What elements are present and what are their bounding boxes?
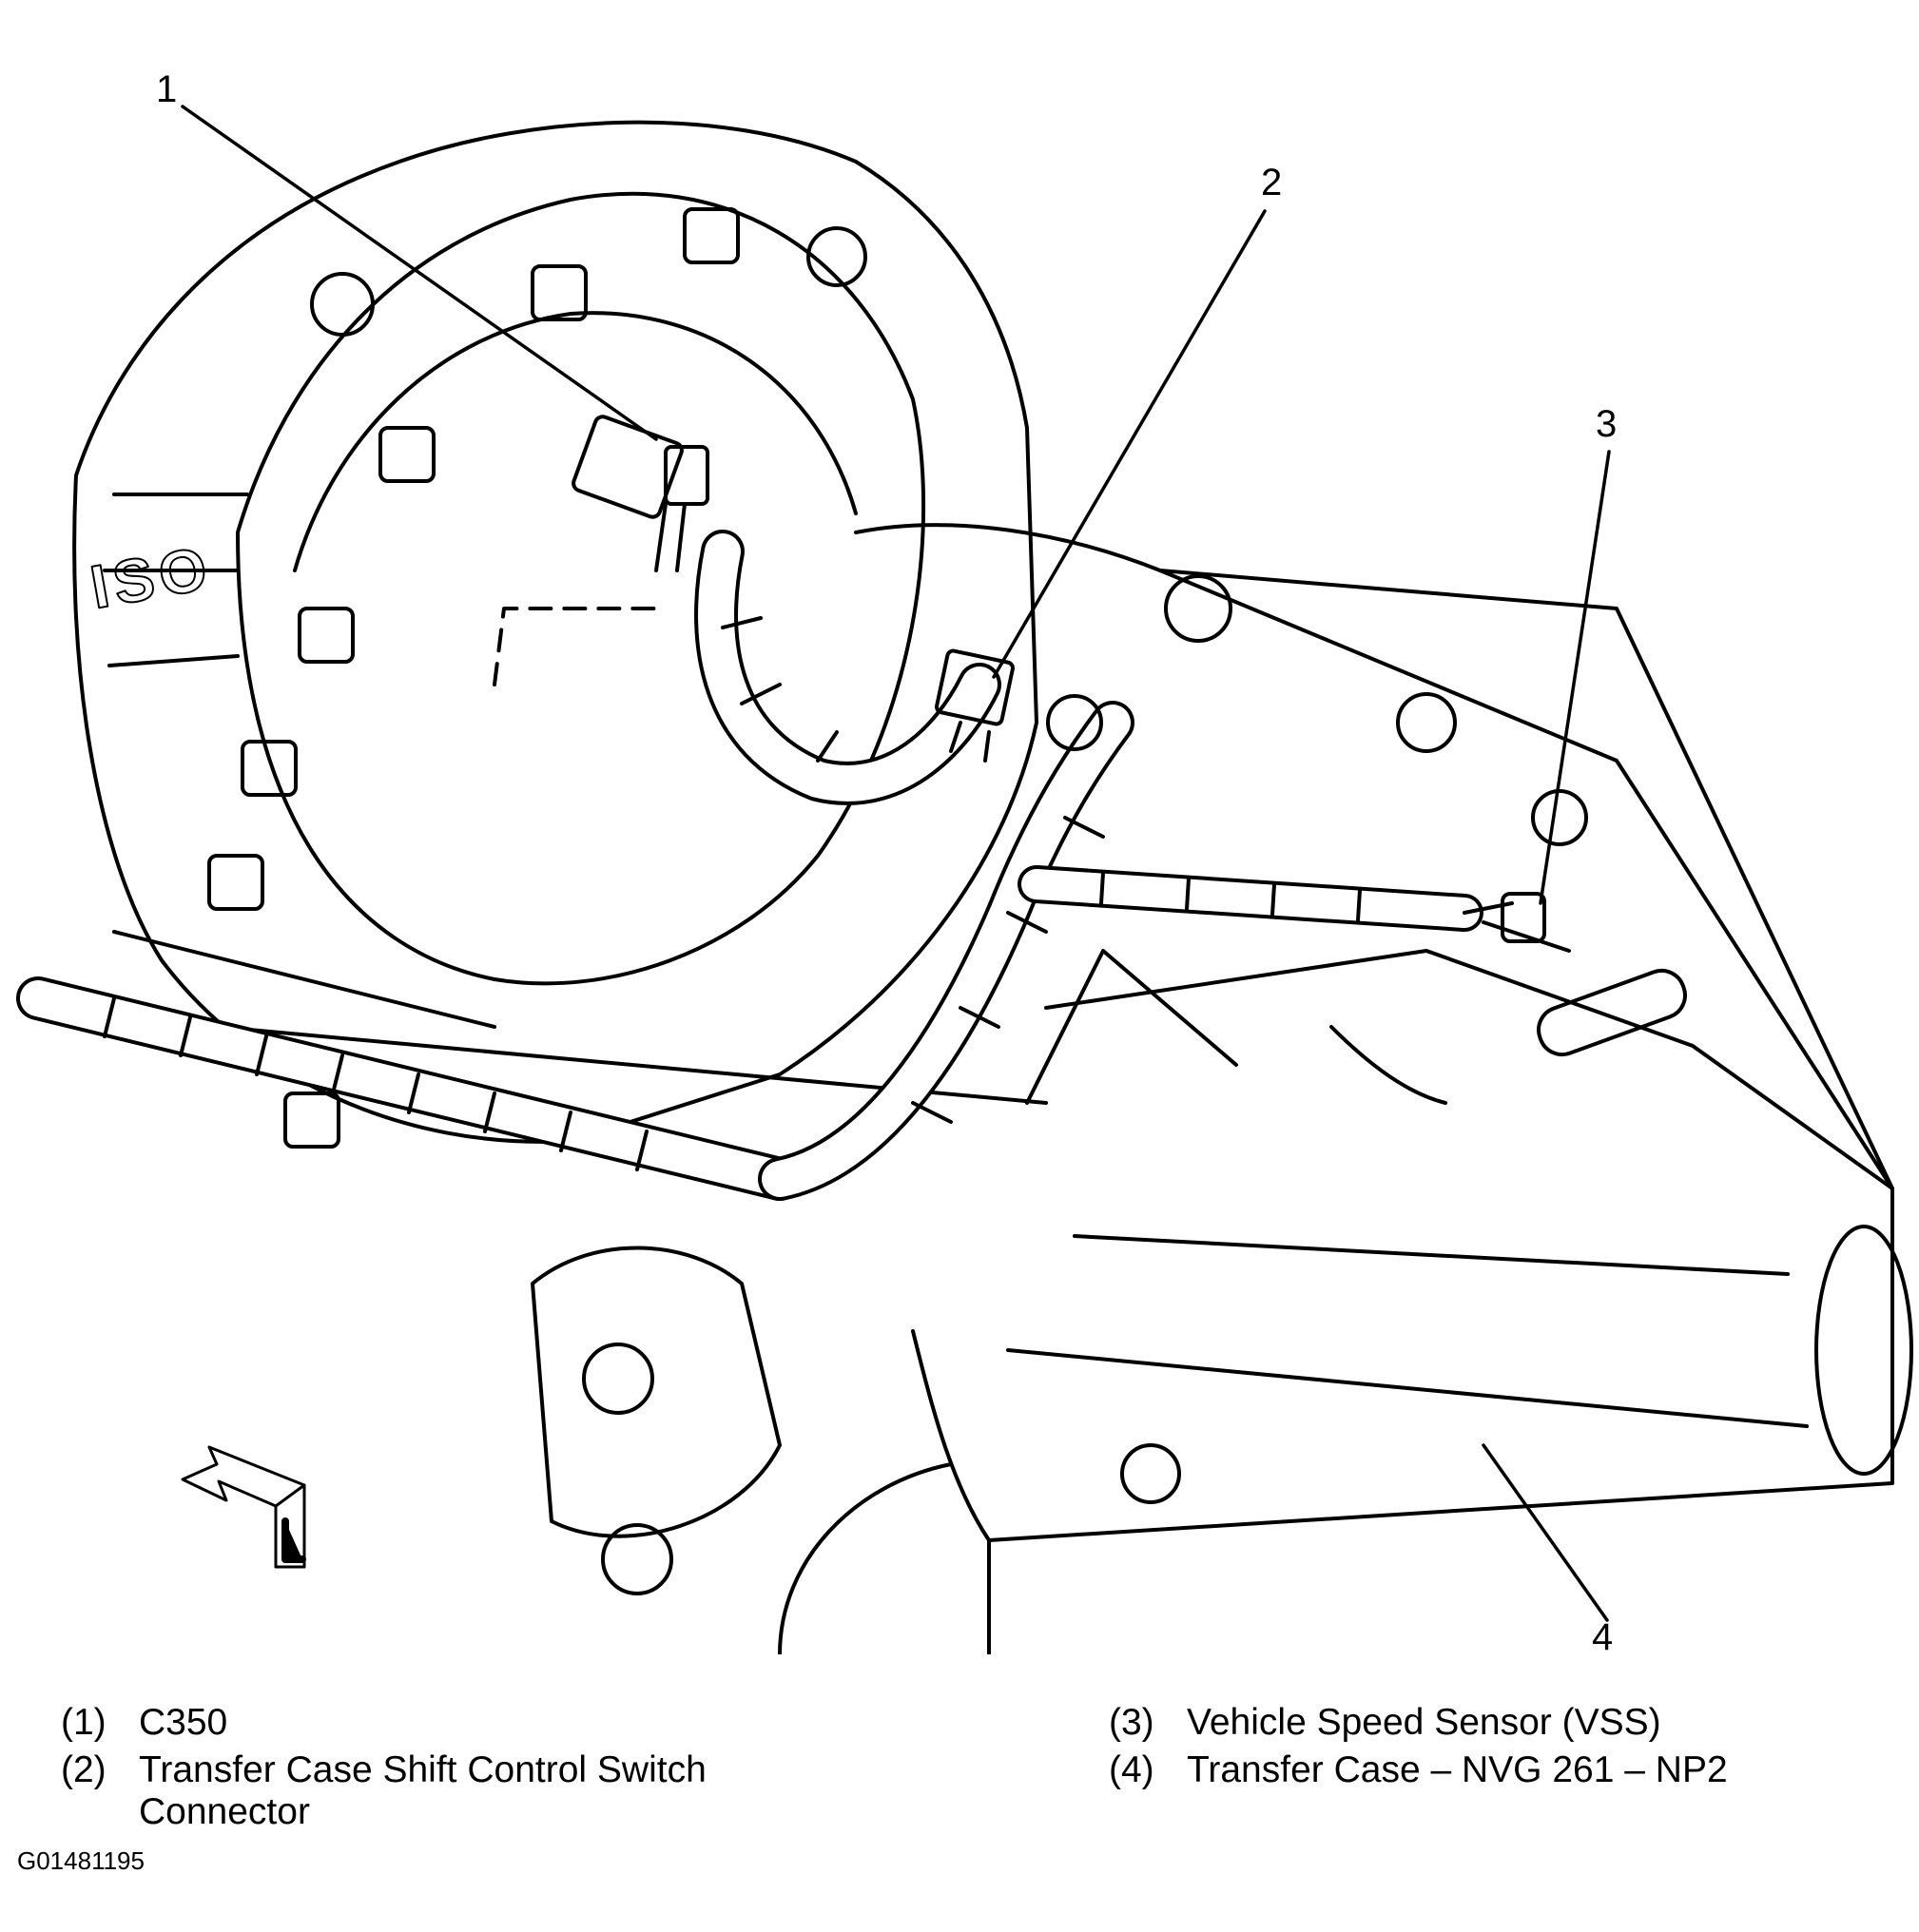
callout-leader-lines xyxy=(181,105,1611,1622)
transfer-case-body xyxy=(778,523,1913,1654)
wiring-harness xyxy=(16,530,1514,1201)
c350-connector xyxy=(493,415,709,686)
lower-mount xyxy=(531,949,1238,1595)
legend-number: (2) xyxy=(61,1749,107,1790)
housing-lettering: ISO xyxy=(86,533,218,622)
transmission-housing: ISO xyxy=(72,120,1048,1149)
callout-3: 3 xyxy=(1596,403,1618,445)
legend-text: Transfer Case – NVG 261 – NP2 xyxy=(1187,1749,1728,1790)
shift-control-switch-connector xyxy=(935,648,1103,763)
vehicle-speed-sensor xyxy=(1482,892,1571,953)
figure-id: G01481195 xyxy=(17,1846,145,1875)
legend-number: (1) xyxy=(61,1702,107,1743)
callout-2: 2 xyxy=(1261,162,1283,203)
legend-number: (3) xyxy=(1109,1702,1154,1743)
front-direction-arrow-icon xyxy=(181,1445,306,1569)
legend-text: C350 xyxy=(139,1702,228,1743)
transfer-case-illustration: ISO xyxy=(16,105,1913,1654)
legend-number: (4) xyxy=(1109,1749,1154,1790)
legend-text: Transfer Case Shift Control Switch Conne… xyxy=(139,1749,707,1832)
callout-1: 1 xyxy=(156,68,178,110)
callout-4: 4 xyxy=(1592,1616,1614,1658)
legend-text: Vehicle Speed Sensor (VSS) xyxy=(1187,1702,1661,1743)
flange-bolts xyxy=(207,207,867,1149)
